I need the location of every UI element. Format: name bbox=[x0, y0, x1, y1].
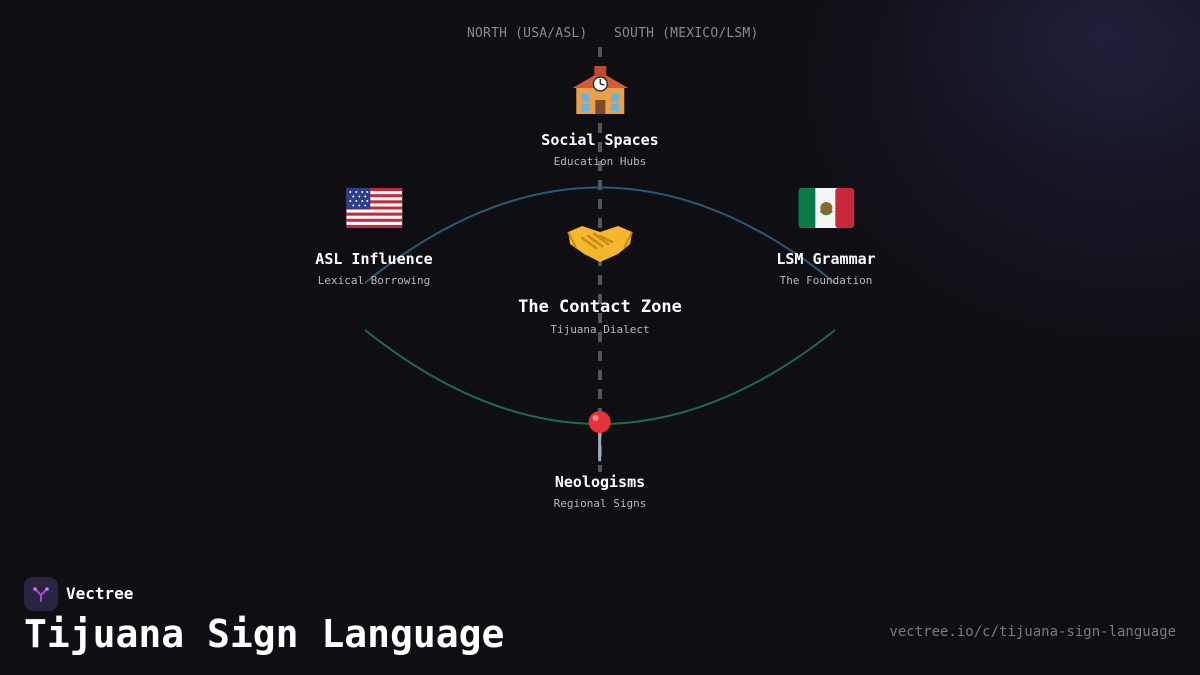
school-icon bbox=[541, 64, 658, 119]
handshake-icon bbox=[518, 218, 682, 271]
node-title: LSM Grammar bbox=[776, 250, 876, 268]
node-title: Neologisms bbox=[554, 473, 646, 491]
upper-connection-arc bbox=[364, 186, 836, 284]
node-title: The Contact Zone bbox=[518, 297, 682, 317]
us-flag-icon bbox=[315, 188, 432, 228]
brand-name: Vectree bbox=[66, 584, 134, 603]
node-subtitle: Tijuana Dialect bbox=[550, 323, 650, 336]
node-lsm-grammar[interactable]: LSM Grammar The Foundation bbox=[776, 188, 876, 287]
region-label-north: NORTH (USA/ASL) bbox=[467, 26, 588, 41]
mexico-flag-icon bbox=[776, 188, 875, 228]
node-asl-influence[interactable]: ASL Influence Lexical Borrowing bbox=[315, 188, 433, 287]
pin-icon bbox=[554, 410, 647, 465]
node-neologisms[interactable]: Neologisms Regional Signs bbox=[553, 410, 647, 510]
node-contact-zone[interactable]: The Contact Zone Tijuana Dialect bbox=[518, 218, 682, 336]
node-subtitle: The Foundation bbox=[779, 274, 873, 287]
node-social-spaces[interactable]: Social Spaces Education Hubs bbox=[541, 64, 659, 168]
page-url-link[interactable]: vectree.io/c/tijuana-sign-language bbox=[889, 624, 1176, 640]
region-label-south: SOUTH (MEXICO/LSM) bbox=[614, 26, 759, 41]
tree-icon bbox=[33, 587, 49, 602]
node-title: ASL Influence bbox=[315, 250, 433, 268]
page-title: Tijuana Sign Language bbox=[24, 612, 505, 656]
node-subtitle: Education Hubs bbox=[553, 155, 647, 168]
node-subtitle: Lexical Borrowing bbox=[317, 274, 431, 287]
node-subtitle: Regional Signs bbox=[553, 497, 647, 510]
node-title: Social Spaces bbox=[541, 131, 659, 149]
vectree-logo bbox=[24, 577, 58, 611]
